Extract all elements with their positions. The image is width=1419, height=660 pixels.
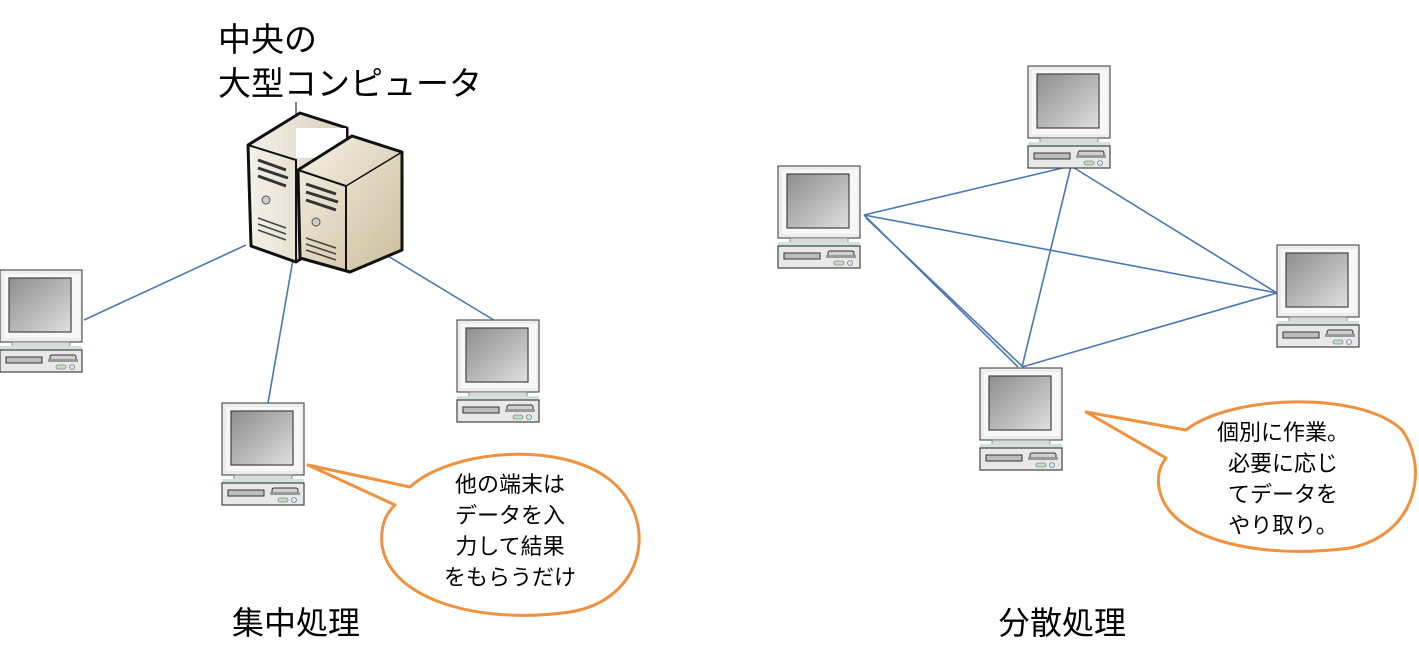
callout-distributed [1084, 400, 1417, 553]
server-title: 中央の 大型コンピュータ [218, 18, 482, 106]
terminal-bottom-icon [979, 367, 1063, 471]
callout-line: をもらうだけ [443, 566, 576, 591]
link-c-d [1021, 292, 1278, 368]
callout-distributed-text: 個別に作業。 必要に応じ てデータを やり取り。 [1163, 418, 1403, 542]
callout-line: てデータを [1227, 483, 1338, 508]
callout-line: 個別に作業。 [1216, 421, 1349, 446]
terminal-right-icon [1276, 244, 1360, 348]
link-a-b [863, 165, 1072, 216]
link-b-d [1021, 165, 1072, 368]
callout-line: 他の端末は [454, 473, 565, 498]
link-a-d2 [865, 217, 1023, 367]
terminal-right-icon [456, 319, 540, 423]
caption-centralized: 集中処理 [232, 604, 361, 642]
callout-line: 必要に応じ [1227, 452, 1338, 477]
terminal-top-icon [1027, 65, 1111, 169]
link-server-to-right-terminal [377, 249, 498, 323]
callout-line: データを入 [454, 504, 565, 529]
callout-line: やり取り。 [1228, 514, 1338, 539]
link-server-to-bottom-terminal [267, 247, 296, 404]
caption-distributed: 分散処理 [998, 604, 1127, 642]
callout-line: 力して結果 [455, 535, 565, 560]
link-b-c [1070, 165, 1278, 294]
link-server-to-left-terminal [83, 244, 247, 321]
terminal-left-icon [777, 165, 861, 269]
server-title-line1: 中央の [218, 20, 317, 59]
callout-centralized [306, 452, 641, 617]
server-title-line2: 大型コンピュータ [218, 64, 482, 103]
link-a-c [863, 214, 1278, 294]
terminal-left-icon [0, 269, 83, 373]
terminal-bottom-icon [221, 402, 305, 506]
centralized-links [83, 244, 498, 404]
server-icon [246, 102, 404, 274]
distributed-links [863, 165, 1278, 368]
callout-centralized-text: 他の端末は データを入 力して結果 をもらうだけ [390, 470, 630, 594]
